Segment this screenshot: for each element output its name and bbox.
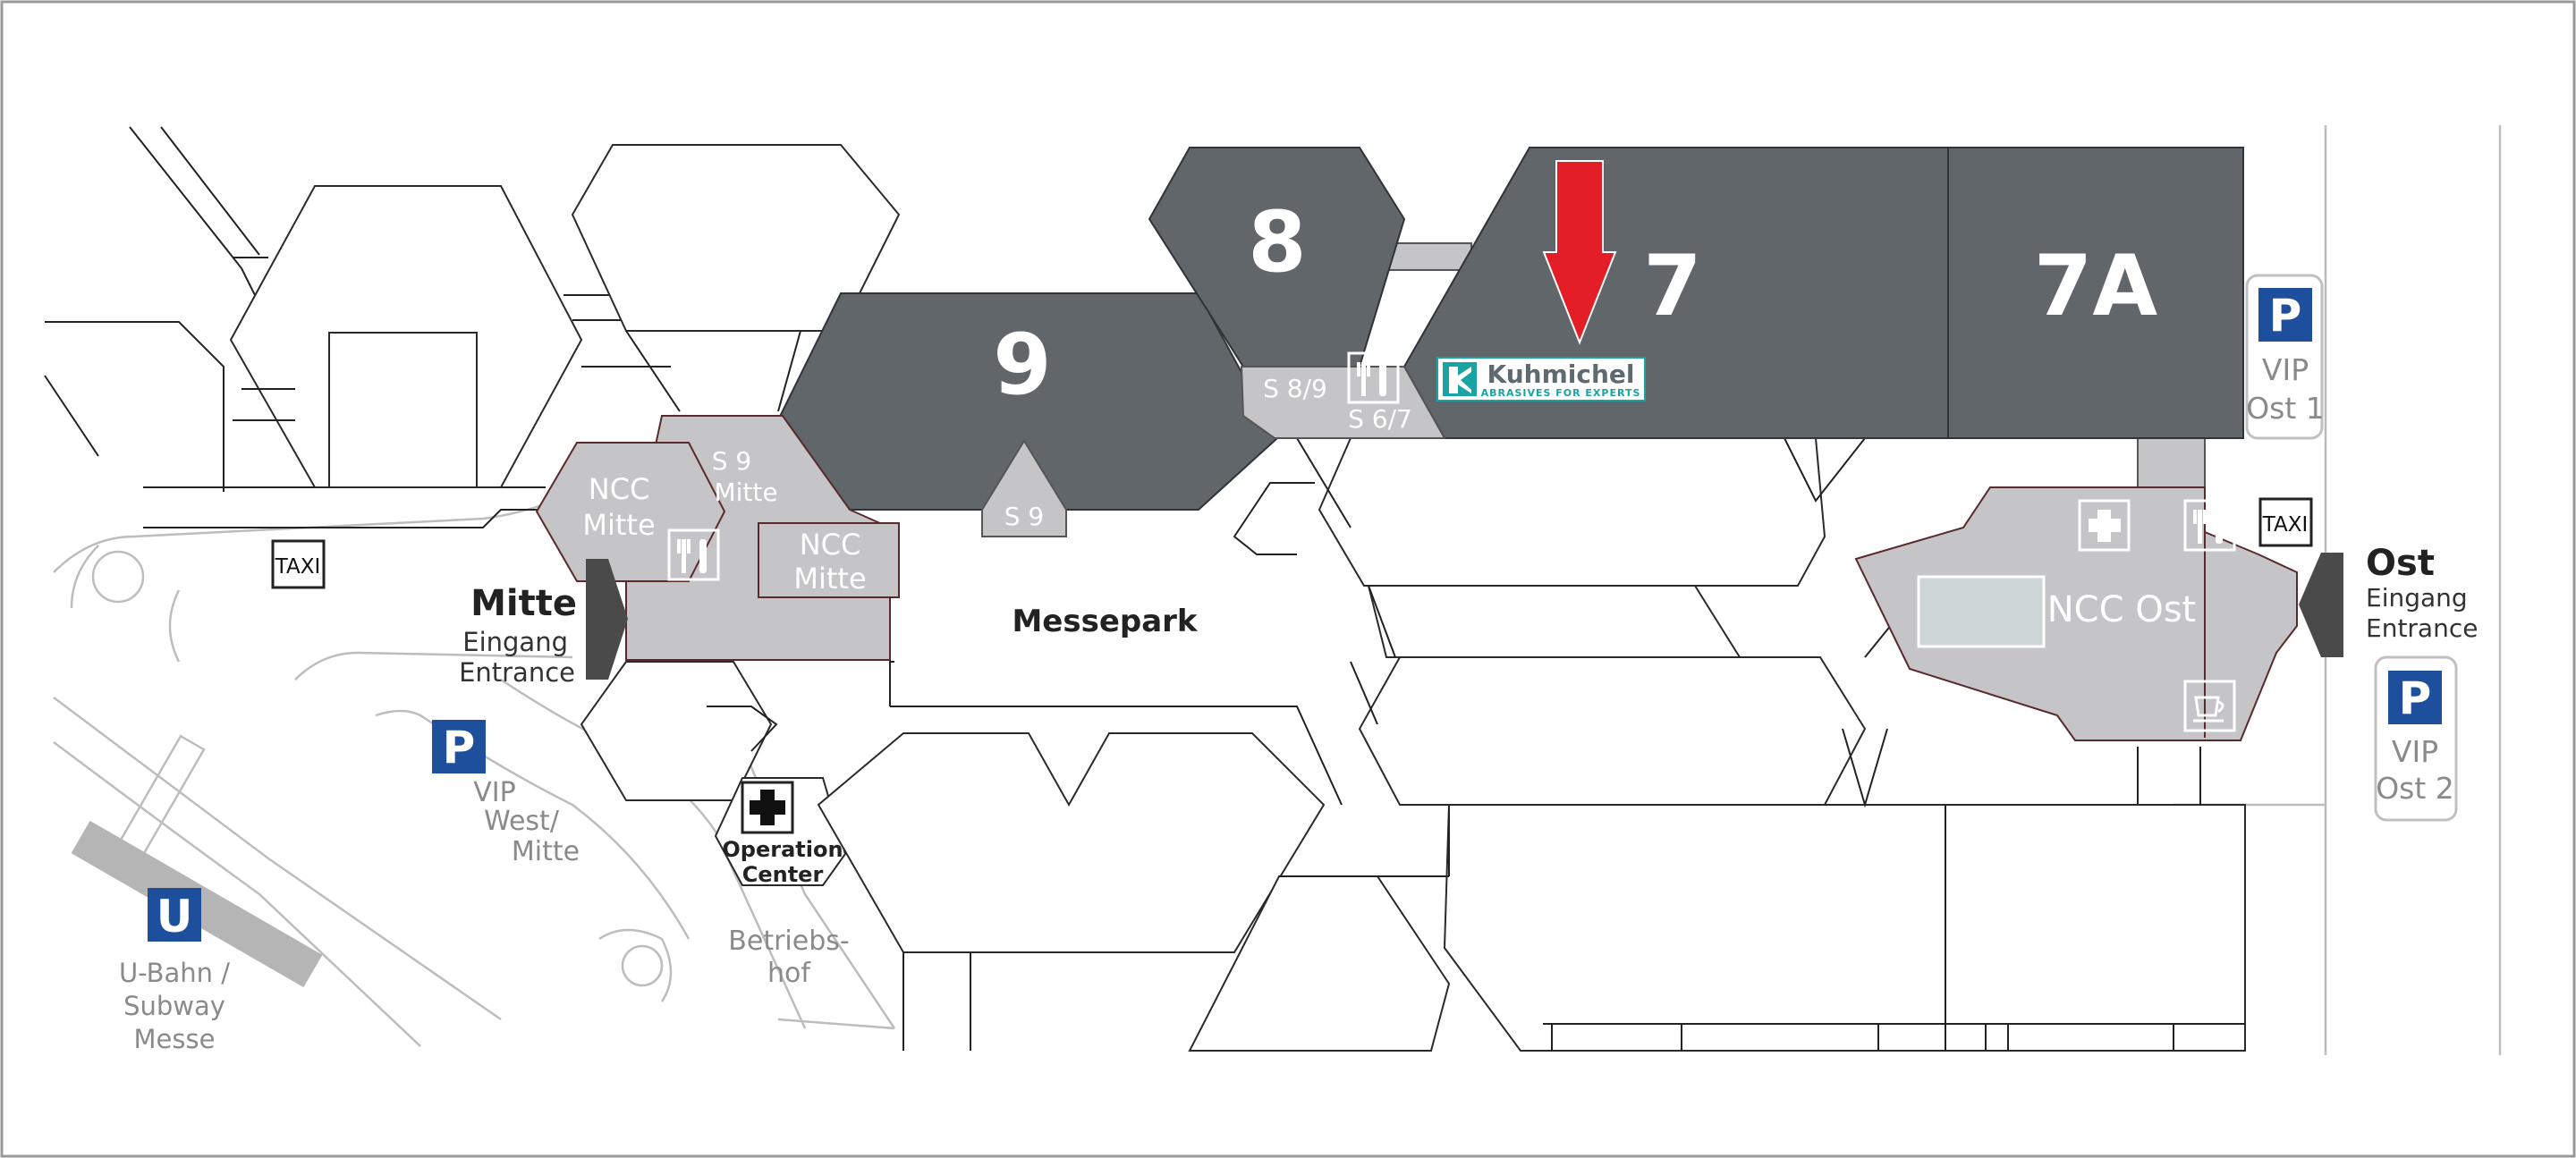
ost-entrance-arrow[interactable] [2299,553,2343,657]
building-west-inner [328,332,478,488]
restaurant-icon-mitte[interactable] [667,528,720,581]
mitte-entrance-line2: Entrance [459,657,575,688]
hall-7a[interactable] [1947,147,2244,439]
messepark-label: Messepark [1012,604,1198,639]
building-messepark-3 [1358,656,1867,806]
ncc-mitte-room-line2: Mitte [793,562,866,596]
parking-letter: P [2399,672,2432,724]
cross-icon [2089,510,2121,542]
exhibitor-location-arrow[interactable] [1542,160,1617,345]
parking-vip-ost2-line2: Ost 2 [2376,771,2454,806]
taxi-label-west: TAXI [275,555,321,579]
fork-knife-icon [677,539,707,573]
ubahn-line2: Subway [123,991,225,1021]
cross-icon [750,790,785,825]
site-outlines [44,126,2246,1052]
parking-icon [2388,671,2442,724]
parking-vip-west-line3: Mitte [512,836,580,867]
passage-s89-label: S 8/9 [1263,374,1327,403]
hall-9-label: 9 [993,317,1051,414]
passage-s9-label: S 9 [1004,502,1045,531]
hall-7a-label: 7A [2034,238,2157,335]
fork-knife-icon [2193,510,2223,544]
building-south-1 [817,732,1326,953]
betriebshof-line1: Betriebs- [728,926,849,957]
hall-8-label: 8 [1248,194,1306,292]
ubahn-icon[interactable] [148,888,201,942]
mitte-entrance-line1: Eingang [462,627,568,657]
ost-entrance-line2: Entrance [2366,613,2478,643]
exhibitor-tagline: ABRASIVES FOR EXPERTS [1481,387,1641,399]
ubahn-line1: U-Bahn / [119,958,230,988]
mitte-entrance-title: Mitte [470,583,577,624]
ncc-ost-room [1917,575,2046,648]
mitte-entrance-arrow[interactable] [586,559,628,680]
passage-s9[interactable] [981,439,1067,537]
ubahn-line3: Messe [134,1024,216,1054]
ubahn-letter: U [157,891,193,942]
kuhmichel-logo-icon [1443,362,1477,396]
building-messepark-2 [1367,585,1741,658]
betriebshof-line2: hof [767,958,811,989]
parking-vip-west-line2: West/ [484,806,560,837]
building-messepark-1 [1318,437,1826,587]
parking-icon [2258,288,2312,342]
hall-7-label: 7 [1643,238,1701,335]
ncc-ost-label: NCC Ost [2047,589,2197,630]
restaurant-icon-ost[interactable] [2183,499,2236,552]
exhibitor-name: Kuhmichel [1487,359,1635,389]
ost-entrance-title: Ost [2366,543,2435,584]
building-east-south [1443,804,2246,1052]
parking-letter: P [2269,290,2302,342]
parking-vip-ost1-line2: Ost 1 [2246,391,2325,426]
passage-s89-s67[interactable] [1240,366,1446,439]
ncc-mitte-room-line1: NCC [800,528,861,562]
ncc-mitte-room[interactable] [758,522,900,598]
parking-icon-west[interactable] [432,720,486,773]
parking-letter: P [443,722,476,773]
restaurant-icon-s67[interactable] [1347,351,1400,404]
operation-center-line1: Operation [722,837,843,862]
taxi-sign-east[interactable] [2258,497,2313,547]
cafe-icon[interactable] [2183,680,2236,732]
parking-vip-west-line1: VIP [473,777,515,808]
passage-s9-mitte-line2: Mitte [714,478,777,507]
ost-entrance-line1: Eingang [2366,583,2468,613]
ncc-mitte-hex-line2: Mitte [582,508,655,542]
operation-center-line2: Center [742,862,824,887]
exhibitor-logo[interactable]: Kuhmichel ABRASIVES FOR EXPERTS [1436,357,1646,401]
taxi-sign-west[interactable] [271,539,326,589]
fork-knife-icon [1357,362,1386,396]
coffee-cup-icon [2193,696,2224,723]
parking-vip-ost2-line1: VIP [2392,734,2438,769]
first-aid-icon[interactable] [2078,499,2131,552]
passage-s9-mitte-line1: S 9 [712,446,752,476]
parking-vip-ost1-line1: VIP [2262,352,2309,387]
taxi-label-east: TAXI [2262,513,2309,537]
ncc-mitte-hex-line1: NCC [589,472,650,506]
passage-s67-label: S 6/7 [1348,404,1412,434]
